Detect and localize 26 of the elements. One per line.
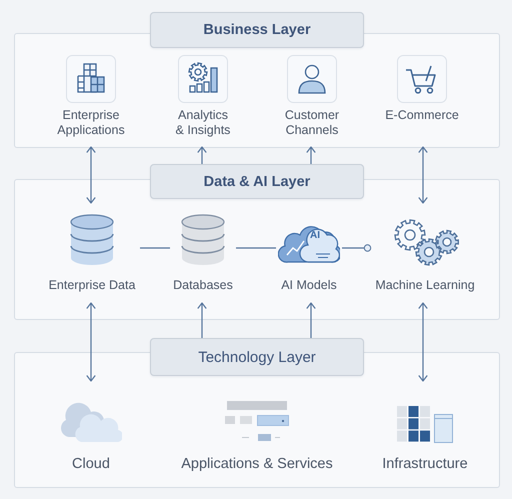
- arrow: [306, 302, 316, 338]
- layer-title: Technology Layer: [150, 338, 364, 376]
- arrow: [86, 146, 96, 204]
- item-label: Analytics & Insights: [174, 108, 232, 138]
- item-label: AI Models: [280, 278, 338, 293]
- item-label: Customer Channels: [284, 108, 340, 138]
- item-label: Infrastructure: [381, 455, 469, 473]
- item-label: Databases: [172, 278, 234, 293]
- layer-title: Business Layer: [150, 12, 364, 48]
- item-label: Enterprise Applications: [56, 108, 126, 138]
- connector-line: [342, 244, 372, 252]
- arrow: [418, 302, 428, 382]
- arrow: [86, 302, 96, 382]
- arrow: [197, 302, 207, 338]
- item-label: Machine Learning: [374, 278, 476, 293]
- connector-line: [140, 247, 170, 249]
- item-label: Enterprise Data: [48, 278, 136, 293]
- item-label: E-Commerce: [384, 108, 460, 123]
- item-label: Applications & Services: [180, 455, 334, 473]
- layer-title: Data & AI Layer: [150, 164, 364, 199]
- arrow: [306, 146, 316, 164]
- connector-line: [236, 247, 276, 249]
- item-label: Cloud: [71, 455, 111, 473]
- arrow: [418, 146, 428, 204]
- icon-lettering: AI: [309, 230, 321, 242]
- arrow: [197, 146, 207, 164]
